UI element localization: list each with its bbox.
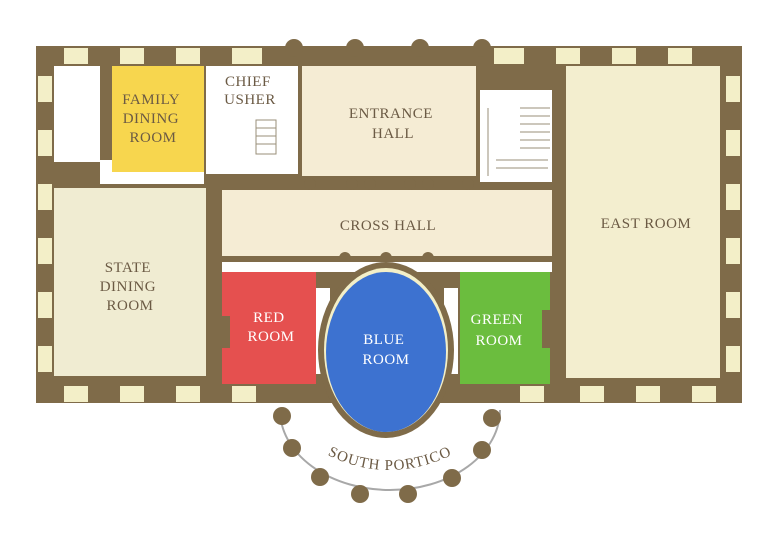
- family-dining-label: FAMILY DINING ROOM: [122, 92, 184, 146]
- usher-hall: [206, 66, 298, 174]
- south-portico-label: SOUTH PORTICO: [326, 444, 455, 474]
- blue-room-label: BLUE ROOM: [362, 332, 409, 368]
- east-room: [566, 66, 720, 378]
- portico-columns: [273, 407, 501, 503]
- blue-room: [326, 272, 446, 432]
- entrance-hall-label: ENTRANCE HALL: [349, 106, 437, 142]
- grand-staircase-steps: [487, 107, 550, 176]
- cross-hall-label: CROSS HALL: [340, 218, 436, 234]
- stair-left-steps: [256, 127, 276, 145]
- north-bumps: [285, 39, 491, 57]
- red-room-label: RED ROOM: [247, 310, 294, 345]
- northwest-space: [54, 66, 100, 162]
- entrance-hall: [302, 66, 476, 176]
- red-room: [222, 272, 316, 384]
- stair-left: [255, 119, 277, 155]
- cross-hall-columns: [339, 252, 434, 264]
- green-room: [460, 272, 550, 384]
- chief-usher-label: CHIEF USHER: [224, 74, 276, 108]
- state-dining-label: STATE DINING ROOM: [100, 260, 161, 314]
- grand-staircase: [480, 90, 552, 182]
- state-dining-room: [54, 188, 206, 376]
- perimeter-windows: [38, 48, 740, 402]
- east-room-label: EAST ROOM: [601, 216, 692, 232]
- green-room-label: GREEN ROOM: [471, 312, 528, 349]
- cross-hall: [222, 190, 552, 256]
- entrance-columns: [304, 178, 474, 190]
- family-dining-room: [112, 66, 204, 172]
